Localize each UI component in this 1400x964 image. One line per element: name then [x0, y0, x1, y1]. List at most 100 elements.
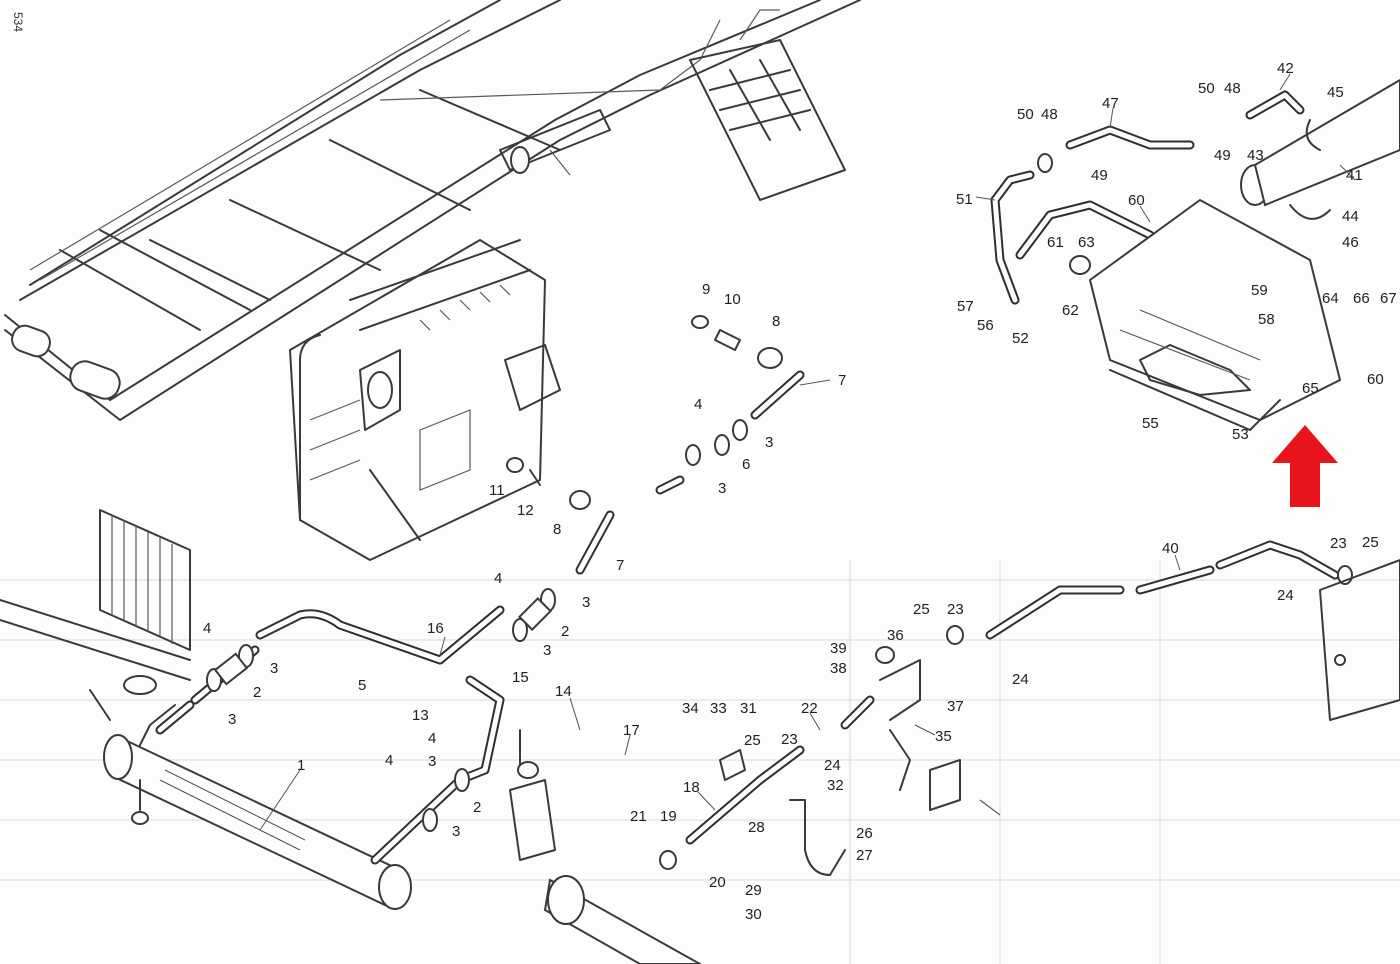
part-label: 56	[977, 317, 994, 334]
cylinder-bottom-center	[509, 729, 703, 964]
hoses	[155, 90, 1340, 865]
part-label: 28	[748, 819, 765, 836]
part-label: 6	[742, 456, 750, 473]
part-label: 29	[745, 882, 762, 899]
part-label: 52	[1012, 330, 1029, 347]
part-label: 3	[228, 711, 236, 728]
part-label: 62	[1062, 302, 1079, 319]
part-label: 24	[1277, 587, 1294, 604]
part-number-labels: 1 2 2 2 3 3 3 3 3 3 3 3 4 4 4 4 4 5 6 7 …	[203, 60, 1397, 923]
part-label: 3	[428, 753, 436, 770]
part-label: 10	[724, 291, 741, 308]
part-label: 58	[1258, 311, 1275, 328]
part-label: 50	[1198, 80, 1215, 97]
red-arrow-indicator	[1272, 425, 1338, 507]
part-label: 25	[913, 601, 930, 618]
part-label: 8	[553, 521, 561, 538]
part-label: 2	[561, 623, 569, 640]
part-label: 11	[489, 482, 505, 499]
part-label: 64	[1322, 290, 1339, 307]
part-label: 4	[203, 620, 211, 637]
part-label: 65	[1302, 380, 1319, 397]
part-label: 4	[385, 752, 393, 769]
part-label: 3	[270, 660, 278, 677]
part-label: 16	[427, 620, 444, 637]
part-label: 5	[358, 677, 366, 694]
part-label: 12	[517, 502, 534, 519]
part-label: 8	[772, 313, 780, 330]
part-label: 21	[630, 808, 647, 825]
part-label: 38	[830, 660, 847, 677]
part-label: 2	[473, 799, 481, 816]
part-label: 63	[1078, 234, 1095, 251]
part-label: 4	[694, 396, 702, 413]
part-label: 3	[582, 594, 590, 611]
part-label: 20	[709, 874, 726, 891]
part-label: 57	[957, 298, 974, 315]
part-label: 32	[827, 777, 844, 794]
part-label: 15	[512, 669, 529, 686]
part-label: 24	[824, 757, 841, 774]
part-label: 53	[1232, 426, 1249, 443]
chassis-frame	[4, 0, 861, 421]
part-label: 67	[1380, 290, 1397, 307]
part-label: 9	[702, 281, 710, 298]
part-label: 3	[718, 480, 726, 497]
part-label: 25	[744, 732, 761, 749]
cylinder-part-1	[103, 704, 412, 910]
engine-block	[289, 239, 561, 561]
part-label: 4	[428, 730, 436, 747]
clamps-fittings	[206, 153, 1353, 876]
part-label: 3	[452, 823, 460, 840]
part-label: 26	[856, 825, 873, 842]
part-label: 49	[1091, 167, 1108, 184]
part-label: 51	[956, 191, 973, 208]
part-label: 18	[683, 779, 700, 796]
part-label: 35	[935, 728, 952, 745]
part-label: 60	[1367, 371, 1384, 388]
part-label: 7	[838, 372, 846, 389]
part-label: 48	[1224, 80, 1241, 97]
part-label: 55	[1142, 415, 1159, 432]
part-label: 13	[412, 707, 429, 724]
part-label: 60	[1128, 192, 1145, 209]
part-label: 48	[1041, 106, 1058, 123]
part-label: 66	[1353, 290, 1370, 307]
part-label: 24	[1012, 671, 1029, 688]
part-label: 47	[1102, 95, 1119, 112]
part-label: 49	[1214, 147, 1231, 164]
part-label: 42	[1277, 60, 1294, 77]
part-label: 33	[710, 700, 727, 717]
part-label: 31	[740, 700, 757, 717]
part-label: 25	[1362, 534, 1379, 551]
part-label: 22	[801, 700, 818, 717]
heater-box-top	[689, 9, 846, 201]
part-label: 41	[1346, 167, 1363, 184]
leader-lines	[259, 73, 1356, 831]
part-label: 36	[887, 627, 904, 644]
part-label: 23	[781, 731, 798, 748]
part-label: 45	[1327, 84, 1344, 101]
part-label: 7	[616, 557, 624, 574]
part-label: 61	[1047, 234, 1064, 251]
part-label: 44	[1342, 208, 1359, 225]
part-label: 23	[947, 601, 964, 618]
part-label: 23	[1330, 535, 1347, 552]
part-label: 2	[253, 684, 261, 701]
part-label: 37	[947, 698, 964, 715]
part-label: 40	[1162, 540, 1179, 557]
part-label: 3	[543, 642, 551, 659]
part-label: 4	[494, 570, 502, 587]
part-label: 27	[856, 847, 873, 864]
part-label: 30	[745, 906, 762, 923]
part-label: 19	[660, 808, 677, 825]
part-label: 50	[1017, 106, 1034, 123]
part-label: 14	[555, 683, 572, 700]
part-label: 34	[682, 700, 699, 717]
part-label: 39	[830, 640, 847, 657]
part-label: 59	[1251, 282, 1268, 299]
part-label: 43	[1247, 147, 1264, 164]
radiator-left	[0, 509, 191, 721]
